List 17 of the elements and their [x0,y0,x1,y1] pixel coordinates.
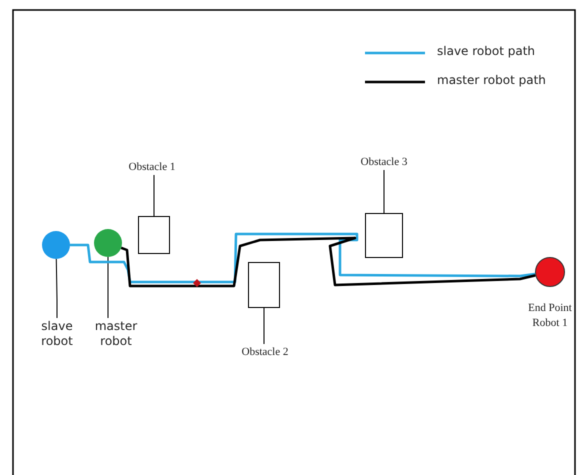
robot-circle [94,229,122,257]
end-point-circle [535,257,565,287]
robot-path [70,232,536,284]
robot-path [120,236,536,288]
robot-circle [42,231,70,259]
node-label: slave robot [36,318,78,350]
legend-text: master robot path [437,73,546,88]
node-label: Obstacle 2 [235,344,295,360]
obstacle-box [365,213,403,258]
obstacle-box [138,216,170,254]
legend-text: slave robot path [437,44,536,59]
obstacle-box [248,262,280,308]
node-label: Obstacle 3 [354,154,414,170]
node-caption: End Point Robot 1 [527,301,573,331]
leader-line [56,258,58,318]
node-label: master robot [92,318,140,350]
node-label: Obstacle 1 [122,159,182,175]
